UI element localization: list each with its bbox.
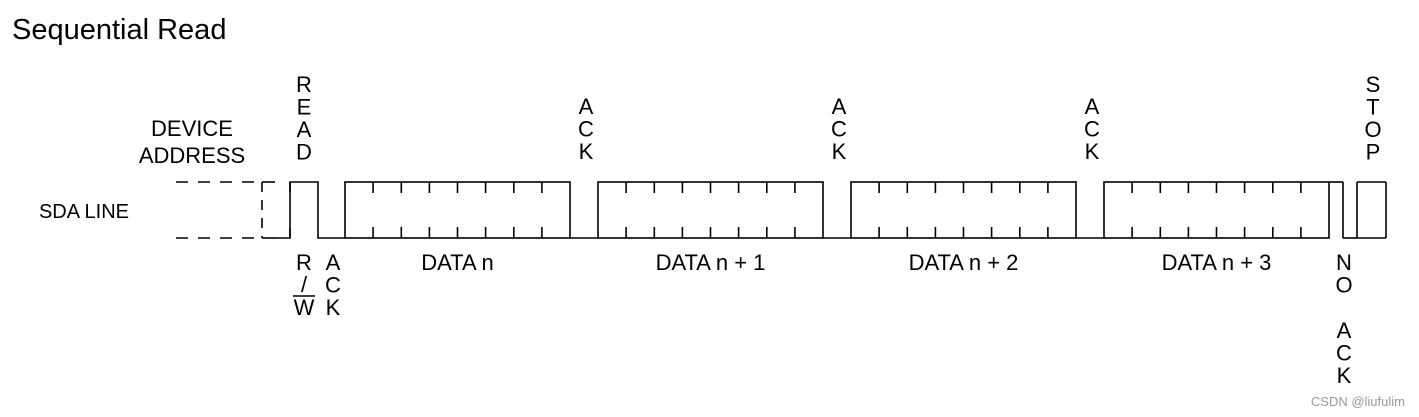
read-label-letter-3: D bbox=[296, 140, 312, 165]
ack-label-1-letter-1: C bbox=[578, 117, 594, 142]
ack-label-2-letter-2: K bbox=[832, 139, 847, 164]
read-label-letter-2: A bbox=[297, 117, 312, 142]
no-ack-label-letter-2: K bbox=[1337, 363, 1352, 388]
ack-label-3-letter-2: K bbox=[1085, 139, 1100, 164]
ack-label-3-letter-0: A bbox=[1085, 94, 1100, 119]
data-byte-label-0: DATA n bbox=[421, 250, 494, 275]
stop-label-letter-2: O bbox=[1364, 117, 1381, 142]
ack-label-0-letter-2: K bbox=[326, 295, 341, 320]
ack-label-2-letter-1: C bbox=[831, 117, 847, 142]
read-label-letter-0: R bbox=[296, 72, 312, 97]
device-label-line1: DEVICE bbox=[151, 116, 233, 141]
read-label-letter-1: E bbox=[297, 95, 312, 120]
rw-label-w: W bbox=[294, 295, 315, 320]
data-byte-label-2: DATA n + 2 bbox=[909, 250, 1019, 275]
ack-label-1-letter-2: K bbox=[579, 139, 594, 164]
data-byte-label-3: DATA n + 3 bbox=[1162, 250, 1272, 275]
no-ack-label-letter-0: A bbox=[1337, 318, 1352, 343]
ack-label-0-letter-0: A bbox=[326, 250, 341, 275]
device-label-line2: ADDRESS bbox=[139, 143, 245, 168]
stop-label-letter-3: P bbox=[1366, 140, 1381, 165]
rw-bit-outline bbox=[275, 181, 345, 239]
ack-label-3-letter-1: C bbox=[1084, 117, 1100, 142]
stop-label-letter-0: S bbox=[1366, 72, 1381, 97]
no-label-letter-0: N bbox=[1336, 250, 1352, 275]
rw-label-slash: / bbox=[301, 272, 308, 297]
waveform-layer bbox=[176, 181, 1387, 297]
rw-label-r: R bbox=[296, 250, 312, 275]
ack-label-2-letter-0: A bbox=[832, 94, 847, 119]
no-label-letter-1: O bbox=[1335, 273, 1352, 298]
sda-line-label: SDA LINE bbox=[39, 201, 129, 223]
ack-label-1-letter-0: A bbox=[579, 94, 594, 119]
data-byte-label-1: DATA n + 1 bbox=[656, 250, 766, 275]
stop-label-letter-1: T bbox=[1366, 95, 1379, 120]
diagram-title: Sequential Read bbox=[12, 14, 227, 46]
no-ack-label-letter-1: C bbox=[1336, 341, 1352, 366]
watermark: CSDN @liufulim bbox=[1310, 394, 1405, 409]
ack-label-0-letter-1: C bbox=[325, 273, 341, 298]
